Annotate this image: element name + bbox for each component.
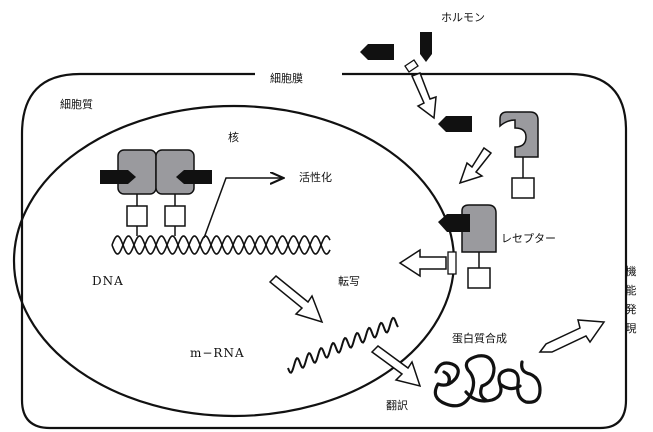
- protein-synthesis-label: 蛋白質合成: [452, 333, 507, 344]
- binding-arrow-icon: [460, 148, 491, 183]
- entry-arrow-icon: [412, 73, 436, 118]
- dna-strand-b: [112, 236, 330, 254]
- transcription-arrow-icon: [270, 276, 322, 322]
- receptor-label: レセプター: [501, 233, 556, 244]
- nucleus-label: 核: [228, 132, 239, 143]
- mrna-strand: [288, 318, 398, 373]
- hormone-label: ホルモン: [441, 12, 485, 23]
- membrane-channel: [405, 60, 418, 72]
- cell-membrane-label: 細胞膜: [270, 73, 303, 84]
- receptor-bound: [438, 205, 496, 288]
- mrna-label: m−RNA: [190, 347, 245, 359]
- hormone-molecule-cytoplasm: [438, 116, 472, 132]
- function-expression-arrow-icon: [540, 320, 604, 352]
- dna-helix: [112, 236, 330, 254]
- receptor-dimer: [100, 150, 212, 236]
- activation-arrow: [204, 178, 282, 238]
- nucleus-outline: [14, 106, 454, 416]
- activation-label: 活性化: [299, 172, 332, 183]
- dna-label: DNA: [92, 275, 124, 287]
- function-expression-label: 機 能 発 現: [624, 262, 638, 338]
- cytoplasm-label: 細胞質: [60, 99, 93, 110]
- receptor-free: [500, 112, 538, 198]
- translation-label: 翻訳: [386, 400, 408, 411]
- transcription-label: 転写: [338, 276, 360, 287]
- hormone-molecule: [420, 32, 432, 62]
- nuclear-entry-arrow-icon: [400, 250, 446, 276]
- hormone-molecule-outside: [360, 44, 394, 60]
- protein-tangle: [435, 356, 540, 406]
